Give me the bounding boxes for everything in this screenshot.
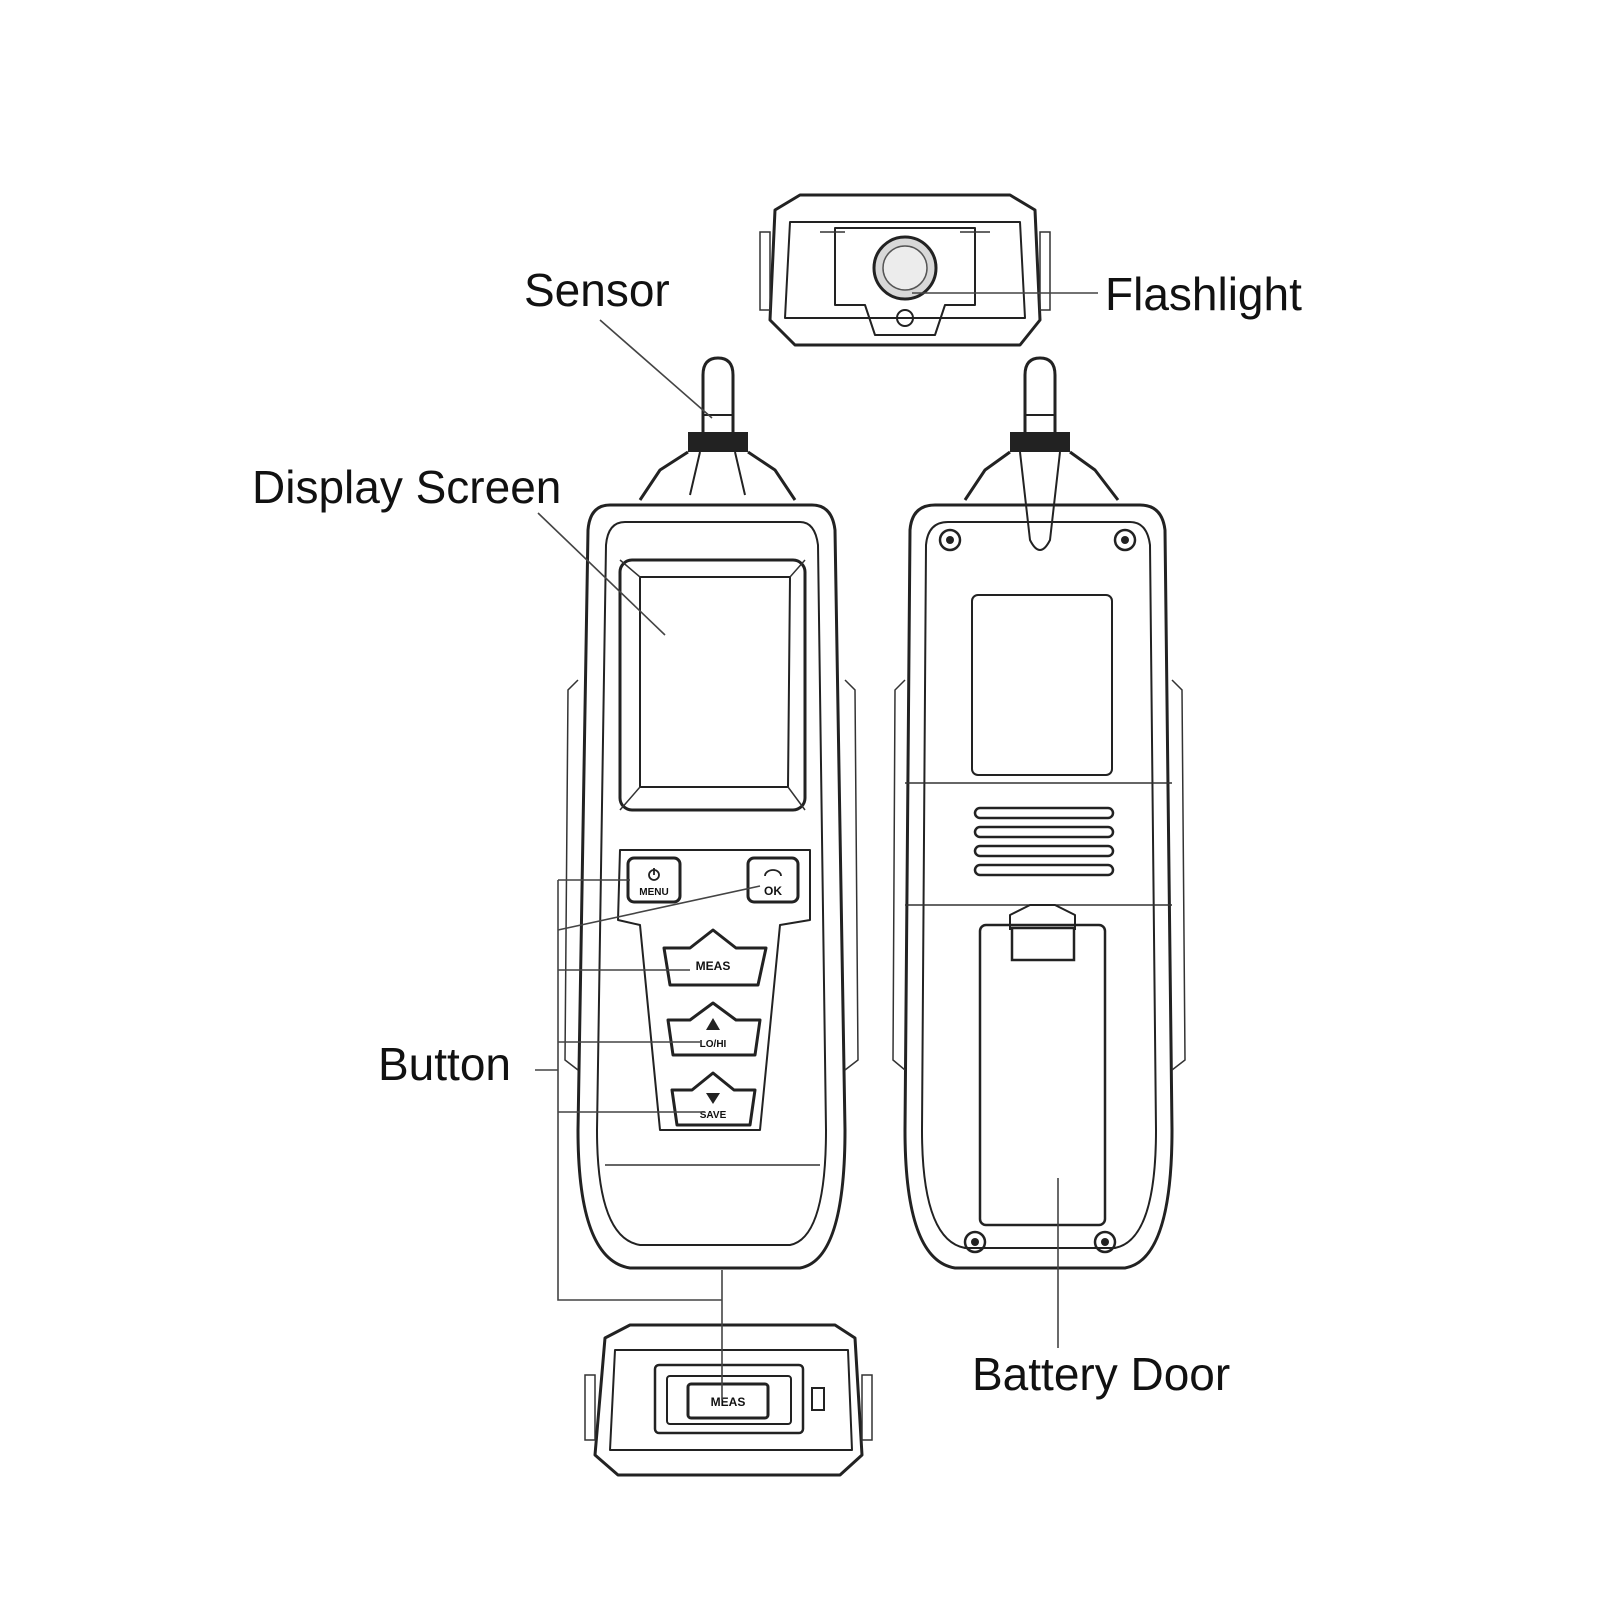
- bottom-meas-button[interactable]: MEAS: [686, 1382, 770, 1420]
- display-screen-bezel: [618, 558, 807, 812]
- flashlight-led: [896, 309, 914, 327]
- menu-button-label: MENU: [639, 887, 668, 898]
- save-button-label: SAVE: [700, 1110, 727, 1121]
- bottom-view: MEAS: [584, 1323, 873, 1477]
- flashlight-label: Flashlight: [1105, 268, 1302, 320]
- lo-hi-button[interactable]: LO/HI: [666, 1001, 762, 1057]
- meas-button[interactable]: MEAS: [662, 928, 768, 987]
- bottom-meas-label: MEAS: [711, 1395, 746, 1409]
- menu-button[interactable]: MENU: [626, 856, 682, 904]
- speaker-grille: [973, 806, 1115, 877]
- battery-door[interactable]: [978, 904, 1107, 1227]
- top-view: [759, 193, 1051, 347]
- up-arrow-icon: [706, 1018, 720, 1030]
- sensor-probe: [701, 356, 735, 432]
- button-label: Button: [378, 1038, 511, 1090]
- sensor-label: Sensor: [524, 264, 670, 316]
- back-view: [892, 356, 1186, 1270]
- meas-button-label: MEAS: [696, 959, 731, 973]
- save-button[interactable]: SAVE: [670, 1071, 757, 1127]
- ok-button-label: OK: [764, 884, 782, 898]
- battery-door-label: Battery Door: [972, 1348, 1230, 1400]
- front-view: MENU OK MEAS LO/HI SAVE: [564, 356, 859, 1270]
- display-screen-label: Display Screen: [252, 461, 561, 513]
- down-arrow-icon: [706, 1093, 720, 1104]
- ok-button[interactable]: OK: [746, 856, 800, 904]
- callout-lines: [535, 292, 1098, 1400]
- lo-hi-button-label: LO/HI: [700, 1039, 727, 1050]
- sensor-collar: [688, 432, 748, 452]
